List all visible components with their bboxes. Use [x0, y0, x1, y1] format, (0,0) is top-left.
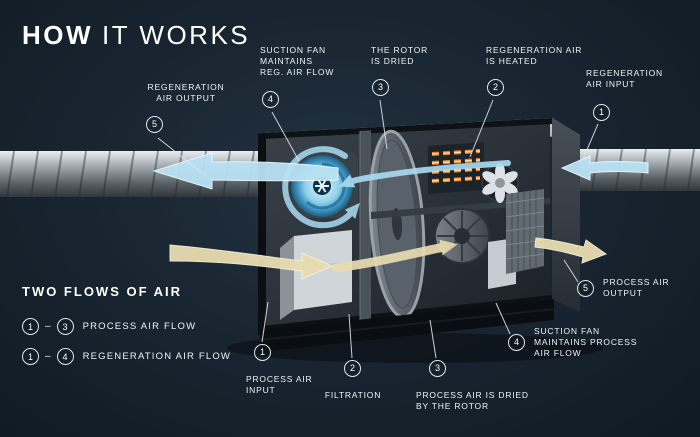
callout-label: PROCESS AIR IS DRIED BY THE ROTOR [416, 390, 529, 411]
title-how: HOW [22, 20, 94, 50]
process-flow-interior [331, 239, 458, 273]
callout-regeneration-air-input: REGENERATION AIR INPUT 1 [586, 68, 676, 121]
callout-number-badge: 3 [372, 79, 389, 96]
legend-row-process-flow: 1 – 3 PROCESS AIR FLOW [22, 318, 196, 335]
callout-number-badge: 3 [429, 360, 446, 377]
callout-number-badge: 2 [487, 79, 504, 96]
legend-heading: TWO FLOWS OF AIR [22, 284, 183, 299]
callout-number-badge: 5 [146, 116, 163, 133]
callout-rotor-is-dried: THE ROTOR IS DRIED 3 [371, 45, 461, 96]
interior-divider [360, 129, 371, 325]
legend-badge-from: 1 [22, 348, 39, 365]
legend-row-regeneration-flow: 1 – 4 REGENERATION AIR FLOW [22, 348, 231, 365]
machine-interior [280, 129, 550, 325]
legend-badge-to: 3 [56, 318, 74, 335]
regeneration-flow-stream [338, 160, 511, 188]
callout-regeneration-air-heated: REGENERATION AIR IS HEATED 2 [486, 45, 596, 96]
callout-number-badge: 4 [262, 91, 279, 108]
callout-process-air-output: 5 PROCESS AIR OUTPUT [577, 274, 687, 299]
callout-number-badge: 2 [344, 360, 361, 377]
regeneration-flow-swirl [282, 146, 360, 229]
leader-lines [157, 99, 599, 359]
callout-filtration: 2 FILTRATION [322, 360, 384, 401]
process-fan-drum [434, 208, 490, 264]
callout-number-badge: 1 [254, 344, 271, 361]
callout-label: FILTRATION [324, 390, 382, 400]
callout-label: REGENERATION AIR OUTPUT [147, 82, 225, 103]
callout-suction-fan-process: 4 SUCTION FAN MAINTAINS PROCESS AIR FLOW [508, 326, 658, 359]
callout-number-badge: 1 [593, 104, 610, 121]
callout-suction-fan-reg: SUCTION FAN MAINTAINS REG. AIR FLOW 4 [260, 45, 370, 108]
legend-dash: – [45, 351, 51, 362]
legend-badge-to: 4 [56, 348, 74, 365]
callout-label: PROCESS AIR INPUT [246, 374, 313, 395]
page-title: HOW IT WORKS [22, 20, 250, 51]
callout-label: THE ROTOR IS DRIED [371, 45, 429, 66]
process-output-arrow [534, 237, 608, 264]
legend-badge-from: 1 [22, 318, 39, 335]
legend-label: REGENERATION AIR FLOW [82, 351, 232, 362]
callout-label: PROCESS AIR OUTPUT [603, 277, 670, 298]
callout-label: REGENERATION AIR IS HEATED [486, 45, 583, 66]
legend-label: PROCESS AIR FLOW [82, 321, 197, 332]
legend-dash: – [45, 321, 51, 332]
callout-number-badge: 4 [508, 334, 525, 351]
callout-label: REGENERATION AIR INPUT [586, 68, 663, 89]
callout-process-air-dried: 3 PROCESS AIR IS DRIED BY THE ROTOR [416, 360, 556, 412]
callout-label: SUCTION FAN MAINTAINS PROCESS AIR FLOW [534, 326, 638, 358]
callout-label: SUCTION FAN MAINTAINS REG. AIR FLOW [260, 45, 335, 77]
output-grille [505, 189, 545, 274]
regeneration-output-arrow [152, 152, 339, 190]
axial-fan [481, 163, 519, 203]
process-input-arrow [169, 244, 334, 280]
title-it-works: IT WORKS [102, 20, 251, 50]
machine-side-panel [552, 118, 580, 312]
callout-number-badge: 5 [577, 280, 594, 297]
regeneration-input-arrow [560, 155, 649, 181]
callout-process-air-input: 1 PROCESS AIR INPUT [246, 344, 336, 396]
callout-regeneration-air-output: REGENERATION AIR OUTPUT 5 [138, 82, 234, 133]
